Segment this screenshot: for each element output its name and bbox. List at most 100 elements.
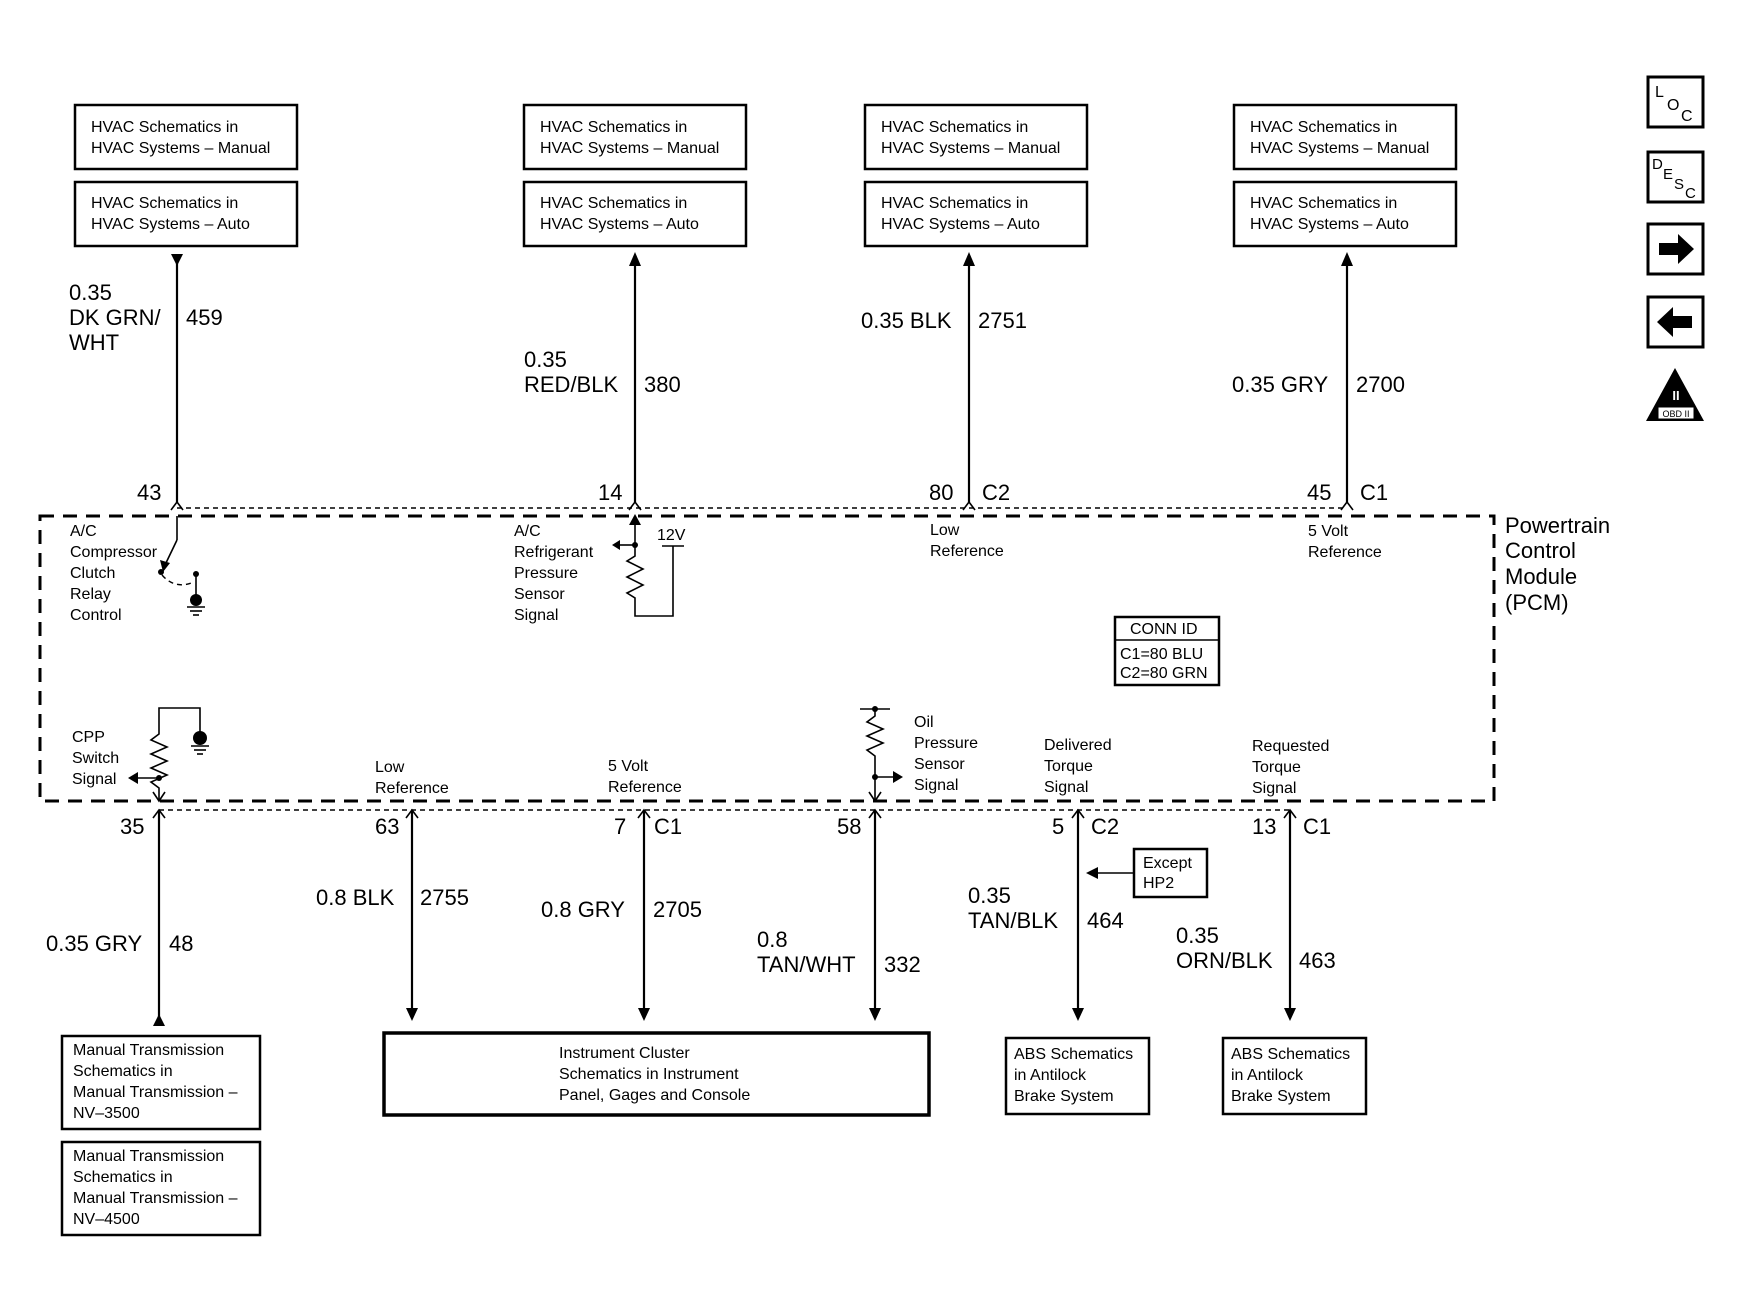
wire-color: TAN/BLK bbox=[968, 908, 1058, 933]
wire-color: RED/BLK bbox=[524, 372, 618, 397]
wire-gauge: 0.35 bbox=[1176, 923, 1219, 948]
signal-cpp-switch: CPP Switch Signal bbox=[72, 707, 209, 803]
connector-id: C1 bbox=[1303, 814, 1331, 839]
wire-gauge: 0.35 bbox=[524, 347, 567, 372]
hvac-manual-box[interactable] bbox=[73, 103, 299, 171]
wire-463: 13 C1 0.35 ORN/BLK 463 bbox=[1176, 808, 1336, 1021]
box-line: HVAC Schematics in bbox=[540, 119, 687, 136]
arrow-up-icon bbox=[963, 252, 975, 266]
wire-464: 5 C2 0.35 TAN/BLK 464 Except HP2 bbox=[968, 808, 1209, 1021]
hvac-auto-box[interactable] bbox=[522, 180, 748, 248]
circuit-number: 380 bbox=[644, 372, 681, 397]
box-line: Panel, Gages and Console bbox=[559, 1087, 750, 1104]
wire-2700: 0.35 GRY 2700 45 C1 bbox=[1232, 252, 1405, 511]
pin-number: 35 bbox=[120, 814, 144, 839]
box-line: NV–3500 bbox=[73, 1105, 140, 1122]
except-note: Except bbox=[1143, 855, 1192, 872]
hvac-auto-box[interactable] bbox=[73, 180, 299, 248]
pin-number: 45 bbox=[1307, 480, 1331, 505]
manual-trans-nv4500-box[interactable]: Manual Transmission Schematics in Manual… bbox=[60, 1140, 262, 1237]
signal-label: A/C bbox=[70, 523, 97, 540]
signal-label: Delivered bbox=[1044, 737, 1112, 754]
signal-label: Sensor bbox=[914, 756, 965, 773]
pcm-module-boundary bbox=[38, 514, 1496, 803]
icon-letter: S bbox=[1674, 176, 1684, 193]
connector-id: C2 bbox=[1091, 814, 1119, 839]
signal-label: Refrigerant bbox=[514, 544, 594, 561]
hvac-manual-box[interactable] bbox=[863, 103, 1089, 171]
pcm-name-line: Powertrain bbox=[1505, 513, 1610, 538]
abs-box-1[interactable]: ABS Schematics in Antilock Brake System bbox=[1004, 1036, 1151, 1116]
box-line: Schematics in Instrument bbox=[559, 1066, 739, 1083]
signal-label: Requested bbox=[1252, 738, 1329, 755]
instrument-cluster-box[interactable]: Instrument Cluster Schematics in Instrum… bbox=[382, 1031, 931, 1117]
box-line: HVAC Systems – Auto bbox=[1250, 216, 1409, 233]
hvac-auto-box[interactable] bbox=[863, 180, 1089, 248]
loc-icon[interactable]: L O C bbox=[1646, 75, 1705, 129]
box-line: HVAC Systems – Manual bbox=[540, 140, 719, 157]
box-line: ABS Schematics bbox=[1014, 1046, 1133, 1063]
signal-label: Oil bbox=[914, 714, 934, 731]
desc-icon[interactable]: D E S C bbox=[1646, 150, 1705, 204]
wire-2755: 63 0.8 BLK 2755 bbox=[316, 808, 469, 1021]
signal-label: Torque bbox=[1252, 759, 1301, 776]
signal-label: Clutch bbox=[70, 565, 115, 582]
signal-label: Reference bbox=[1308, 544, 1382, 561]
box-line: in Antilock bbox=[1231, 1067, 1304, 1084]
box-line: in Antilock bbox=[1014, 1067, 1087, 1084]
box-line: HVAC Schematics in bbox=[540, 195, 687, 212]
conn-id-line: C1=80 BLU bbox=[1120, 646, 1203, 663]
hvac-manual-box[interactable] bbox=[522, 103, 748, 171]
hvac-manual-box[interactable] bbox=[1232, 103, 1458, 171]
wire-color: DK GRN/ bbox=[69, 305, 162, 330]
signal-label: Control bbox=[70, 607, 122, 624]
box-line: HVAC Systems – Auto bbox=[881, 216, 1040, 233]
arrow-up-icon bbox=[153, 1014, 165, 1026]
box-line: Manual Transmission – bbox=[73, 1084, 238, 1101]
box-line: Schematics in bbox=[73, 1169, 173, 1186]
conn-id-line: C2=80 GRN bbox=[1120, 665, 1208, 682]
signal-label: A/C bbox=[514, 523, 541, 540]
signal-delivered-torque: Delivered Torque Signal bbox=[1044, 737, 1112, 796]
obd-ii-icon[interactable]: II OBD II bbox=[1646, 368, 1704, 421]
pin-number: 58 bbox=[837, 814, 861, 839]
ground-icon bbox=[190, 594, 202, 606]
signal-label: Signal bbox=[914, 777, 958, 794]
arrow-down-icon bbox=[171, 254, 183, 266]
pin-number: 7 bbox=[614, 814, 626, 839]
arrow-down-icon bbox=[869, 1008, 881, 1021]
box-line: HVAC Schematics in bbox=[1250, 119, 1397, 136]
connector-id: C1 bbox=[654, 814, 682, 839]
hvac-auto-box[interactable] bbox=[1232, 180, 1458, 248]
wire-spec: 0.35 GRY bbox=[1232, 372, 1329, 397]
conn-id-title: CONN ID bbox=[1130, 621, 1198, 638]
wire-gauge: 0.35 bbox=[69, 280, 112, 305]
signal-label: Reference bbox=[375, 780, 449, 797]
manual-trans-nv3500-box[interactable]: Manual Transmission Schematics in Manual… bbox=[60, 1034, 262, 1131]
signal-label: Low bbox=[375, 759, 405, 776]
pcm-name-line: (PCM) bbox=[1505, 590, 1569, 615]
ground-icon bbox=[193, 731, 207, 745]
wire-spec: 0.8 BLK bbox=[316, 885, 395, 910]
circuit-number: 459 bbox=[186, 305, 223, 330]
signal-ac-refrigerant: A/C Refrigerant Pressure Sensor Signal 1… bbox=[514, 514, 686, 624]
signal-oil-pressure: Oil Pressure Sensor Signal bbox=[860, 706, 978, 803]
signal-5v-reference-top: 5 Volt Reference bbox=[1308, 523, 1382, 561]
top-box-group-2: HVAC Schematics in HVAC Systems – Manual… bbox=[522, 103, 748, 248]
abs-box-2[interactable]: ABS Schematics in Antilock Brake System bbox=[1221, 1036, 1368, 1116]
arrow-up-icon bbox=[1341, 252, 1353, 266]
circuit-number: 2705 bbox=[653, 897, 702, 922]
connector-id: C1 bbox=[1360, 480, 1388, 505]
prev-arrow-icon[interactable] bbox=[1646, 295, 1705, 349]
circuit-number: 463 bbox=[1299, 948, 1336, 973]
wire-2751: 0.35 BLK 2751 80 C2 bbox=[861, 252, 1027, 511]
signal-label: 5 Volt bbox=[1308, 523, 1349, 540]
icon-letter: C bbox=[1685, 185, 1696, 202]
circuit-number: 48 bbox=[169, 931, 193, 956]
arrow-down-icon bbox=[1284, 1008, 1296, 1021]
signal-low-reference-top: Low Reference bbox=[930, 522, 1004, 560]
next-arrow-icon[interactable] bbox=[1646, 222, 1705, 276]
box-line: Brake System bbox=[1014, 1088, 1114, 1105]
signal-label: Reference bbox=[608, 779, 682, 796]
